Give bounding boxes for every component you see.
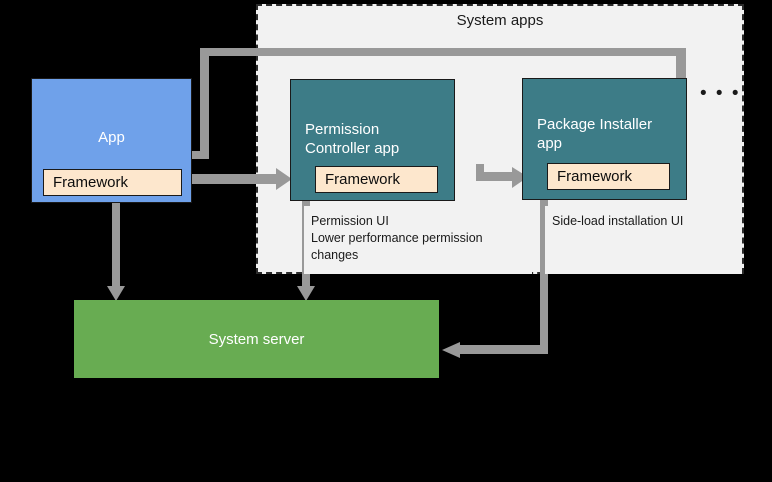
system-server-box[interactable]: System server bbox=[74, 300, 439, 378]
ellipsis-icon: • • • bbox=[700, 83, 741, 104]
permission-note-panel bbox=[304, 206, 532, 274]
system-apps-title: System apps bbox=[456, 12, 544, 29]
connector-app-to-system-server bbox=[107, 203, 125, 301]
sideload-note-text: Side-load installation UI bbox=[552, 214, 684, 228]
package-installer-box[interactable]: Package Installer app Framework bbox=[522, 78, 687, 200]
app-framework-chip[interactable]: Framework bbox=[43, 169, 182, 196]
permission-controller-label: Permission Controller app bbox=[305, 121, 400, 157]
app-box[interactable]: App Framework bbox=[31, 78, 192, 203]
app-box-label: App bbox=[98, 129, 125, 146]
permission-note-text: Permission UI Lower performance permissi… bbox=[311, 214, 483, 262]
permission-controller-framework-chip[interactable]: Framework bbox=[315, 166, 438, 193]
system-server-label: System server bbox=[208, 331, 305, 348]
permission-controller-box[interactable]: Permission Controller app Framework bbox=[290, 79, 455, 201]
sideload-note-panel bbox=[545, 206, 742, 274]
package-installer-label: Package Installer app bbox=[537, 116, 653, 152]
package-installer-framework-chip[interactable]: Framework bbox=[547, 163, 670, 190]
